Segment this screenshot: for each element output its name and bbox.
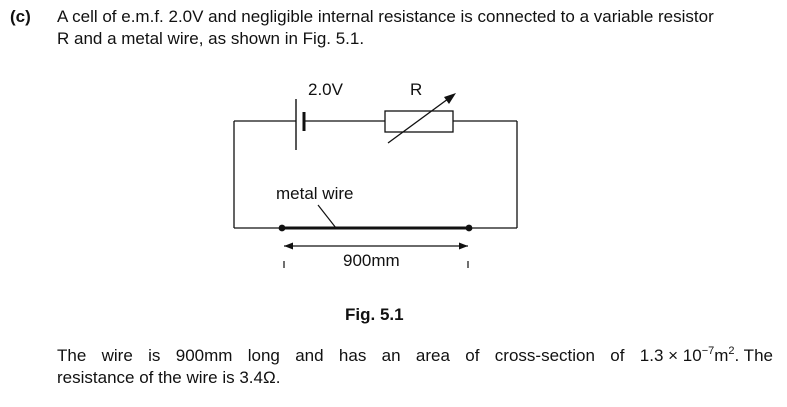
word: area: [415, 346, 450, 365]
word: 900mm: [175, 346, 233, 365]
area-mantissa: 1.3 × 10: [639, 346, 702, 365]
word: cross-section: [494, 346, 595, 365]
wire-end-right: [465, 224, 473, 232]
figure-caption: Fig. 5.1: [345, 305, 404, 324]
resistor-label: R: [410, 80, 422, 99]
wire-label: metal wire: [276, 184, 353, 203]
word: of: [465, 346, 480, 365]
paragraph-line-2: resistance of the wire is 3.4Ω.: [57, 368, 281, 387]
word: of: [610, 346, 625, 365]
paragraph-line-1: The wire is 900mm long and has an area o…: [57, 345, 773, 367]
question-text: A cell of e.m.f. 2.0V and negligible int…: [57, 6, 782, 50]
sentence-tail: . The: [734, 346, 773, 365]
question-line-1: A cell of e.m.f. 2.0V and negligible int…: [57, 7, 714, 26]
word: is: [148, 346, 161, 365]
question-line-2: R and a metal wire, as shown in Fig. 5.1…: [57, 29, 365, 48]
area-unit: m: [714, 346, 729, 365]
variable-resistor-symbol: [384, 93, 456, 144]
word: The: [57, 346, 87, 365]
word: long: [247, 346, 280, 365]
wire-end-left: [278, 224, 286, 232]
word: wire: [101, 346, 133, 365]
word: an: [381, 346, 401, 365]
wire-label-pointer: [317, 204, 337, 229]
area-value: 1.3 × 10−7m2. The: [640, 345, 773, 367]
paragraph: The wire is 900mm long and has an area o…: [57, 345, 773, 389]
cell-emf-label: 2.0V: [308, 80, 344, 99]
cell-symbol: [295, 99, 306, 150]
area-unit-exponent: 2: [728, 345, 735, 357]
length-dimension: [283, 242, 469, 268]
word: has: [338, 346, 367, 365]
word: and: [295, 346, 324, 365]
question-label: (c): [10, 7, 31, 26]
length-label: 900mm: [343, 251, 400, 270]
area-exponent: −7: [701, 345, 715, 357]
